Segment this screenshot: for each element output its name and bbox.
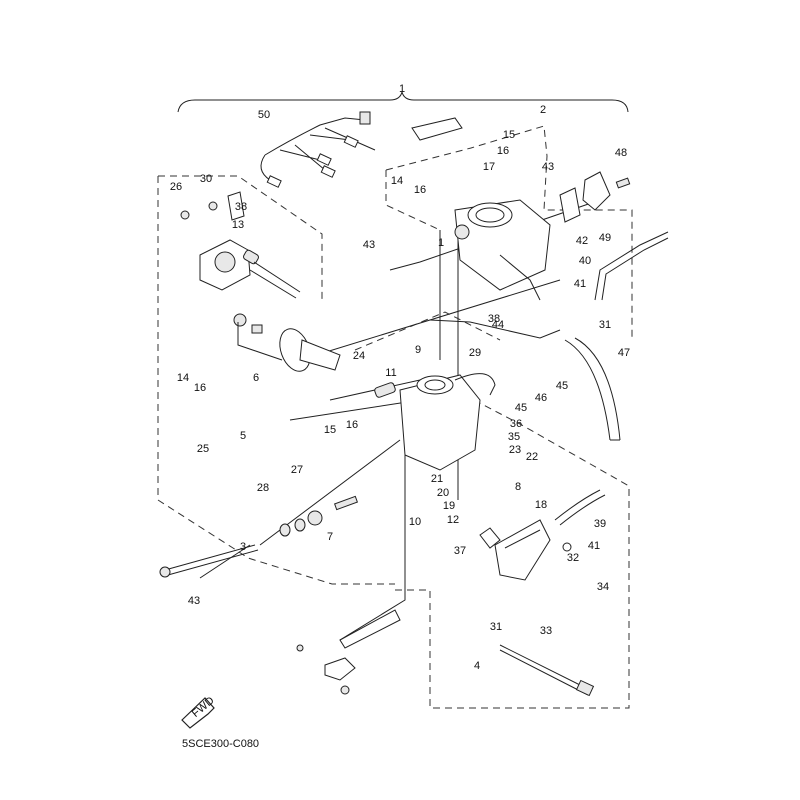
part-bracket-49	[559, 171, 631, 223]
callout-25: 25	[197, 443, 209, 455]
callout-16: 16	[497, 145, 509, 157]
callout-38: 38	[488, 313, 500, 325]
callout-16: 16	[194, 382, 206, 394]
callout-47: 47	[618, 347, 630, 359]
callout-10: 10	[409, 516, 421, 528]
callout-45: 45	[556, 380, 568, 392]
callout-40: 40	[579, 255, 591, 267]
callout-36: 36	[510, 418, 522, 430]
drawing-code: 5SCE300-C080	[182, 738, 259, 750]
callout-21: 21	[431, 473, 443, 485]
callout-43: 43	[363, 239, 375, 251]
callout-26: 26	[170, 181, 182, 193]
callout-9: 9	[415, 344, 421, 356]
leader-line	[429, 319, 561, 339]
callout-15: 15	[324, 424, 336, 436]
callout-33: 33	[540, 625, 552, 637]
callout-48: 48	[615, 147, 627, 159]
callout-15: 15	[503, 129, 515, 141]
part-diaphragm	[233, 313, 341, 372]
callout-1: 1	[438, 237, 444, 249]
callout-30: 30	[200, 173, 212, 185]
callout-20: 20	[437, 487, 449, 499]
callout-35: 35	[508, 431, 520, 443]
callout-22: 22	[526, 451, 538, 463]
callout-13: 13	[232, 219, 244, 231]
callout-46: 46	[535, 392, 547, 404]
group-outline-top2	[385, 170, 441, 231]
callout-1: 1	[399, 83, 405, 95]
callout-44: 44	[492, 319, 504, 331]
callout-8: 8	[515, 481, 521, 493]
part-shaft-bottom	[499, 644, 591, 696]
callout-27: 27	[291, 464, 303, 476]
callout-23: 23	[509, 444, 521, 456]
callout-41: 41	[574, 278, 586, 290]
part-cover-18	[479, 489, 606, 581]
callout-31: 31	[490, 621, 502, 633]
callout-14: 14	[177, 372, 189, 384]
callout-7: 7	[327, 531, 333, 543]
part-bracket-bottom	[296, 609, 401, 695]
callout-18: 18	[535, 499, 547, 511]
part-rod-43	[159, 544, 259, 578]
callout-37: 37	[454, 545, 466, 557]
callout-43: 43	[542, 161, 554, 173]
fwd-arrow-icon: FWD	[181, 695, 217, 729]
part-shaft-gear	[575, 679, 595, 697]
callout-12: 12	[447, 514, 459, 526]
part-carburetor-lower	[374, 373, 496, 471]
callout-16: 16	[346, 419, 358, 431]
part-sensor-housing	[180, 191, 251, 291]
callout-43: 43	[188, 595, 200, 607]
callout-16: 16	[414, 184, 426, 196]
part-hose-47	[564, 337, 621, 441]
callout-28: 28	[257, 482, 269, 494]
callout-45: 45	[515, 402, 527, 414]
callout-42: 42	[576, 235, 588, 247]
assembly-bracket	[177, 91, 629, 113]
group-outline-top	[385, 125, 633, 340]
callout-31: 31	[599, 319, 611, 331]
part-spring-shaft	[243, 249, 301, 299]
callout-24: 24	[353, 350, 365, 362]
callout-41: 41	[588, 540, 600, 552]
group-outline-bottom-right	[395, 397, 630, 709]
part-hose-40	[594, 231, 669, 301]
callout-3: 3	[240, 541, 246, 553]
callout-11: 11	[385, 367, 396, 379]
callout-38: 38	[235, 201, 247, 213]
callout-39: 39	[594, 518, 606, 530]
part-wire-harness	[260, 111, 376, 188]
callout-19: 19	[443, 500, 455, 512]
callout-34: 34	[597, 581, 609, 593]
callout-6: 6	[253, 372, 259, 384]
callout-17: 17	[483, 161, 495, 173]
callout-14: 14	[391, 175, 403, 187]
callout-29: 29	[469, 347, 481, 359]
callout-32: 32	[567, 552, 579, 564]
callout-4: 4	[474, 660, 480, 672]
callout-49: 49	[599, 232, 611, 244]
part-spring-set-7	[279, 495, 359, 537]
part-carburetor-upper	[411, 117, 551, 301]
group-outline-left	[157, 175, 395, 585]
callout-5: 5	[240, 430, 246, 442]
group-outline-mid	[354, 311, 501, 351]
callout-2: 2	[540, 104, 546, 116]
callout-50: 50	[258, 109, 270, 121]
